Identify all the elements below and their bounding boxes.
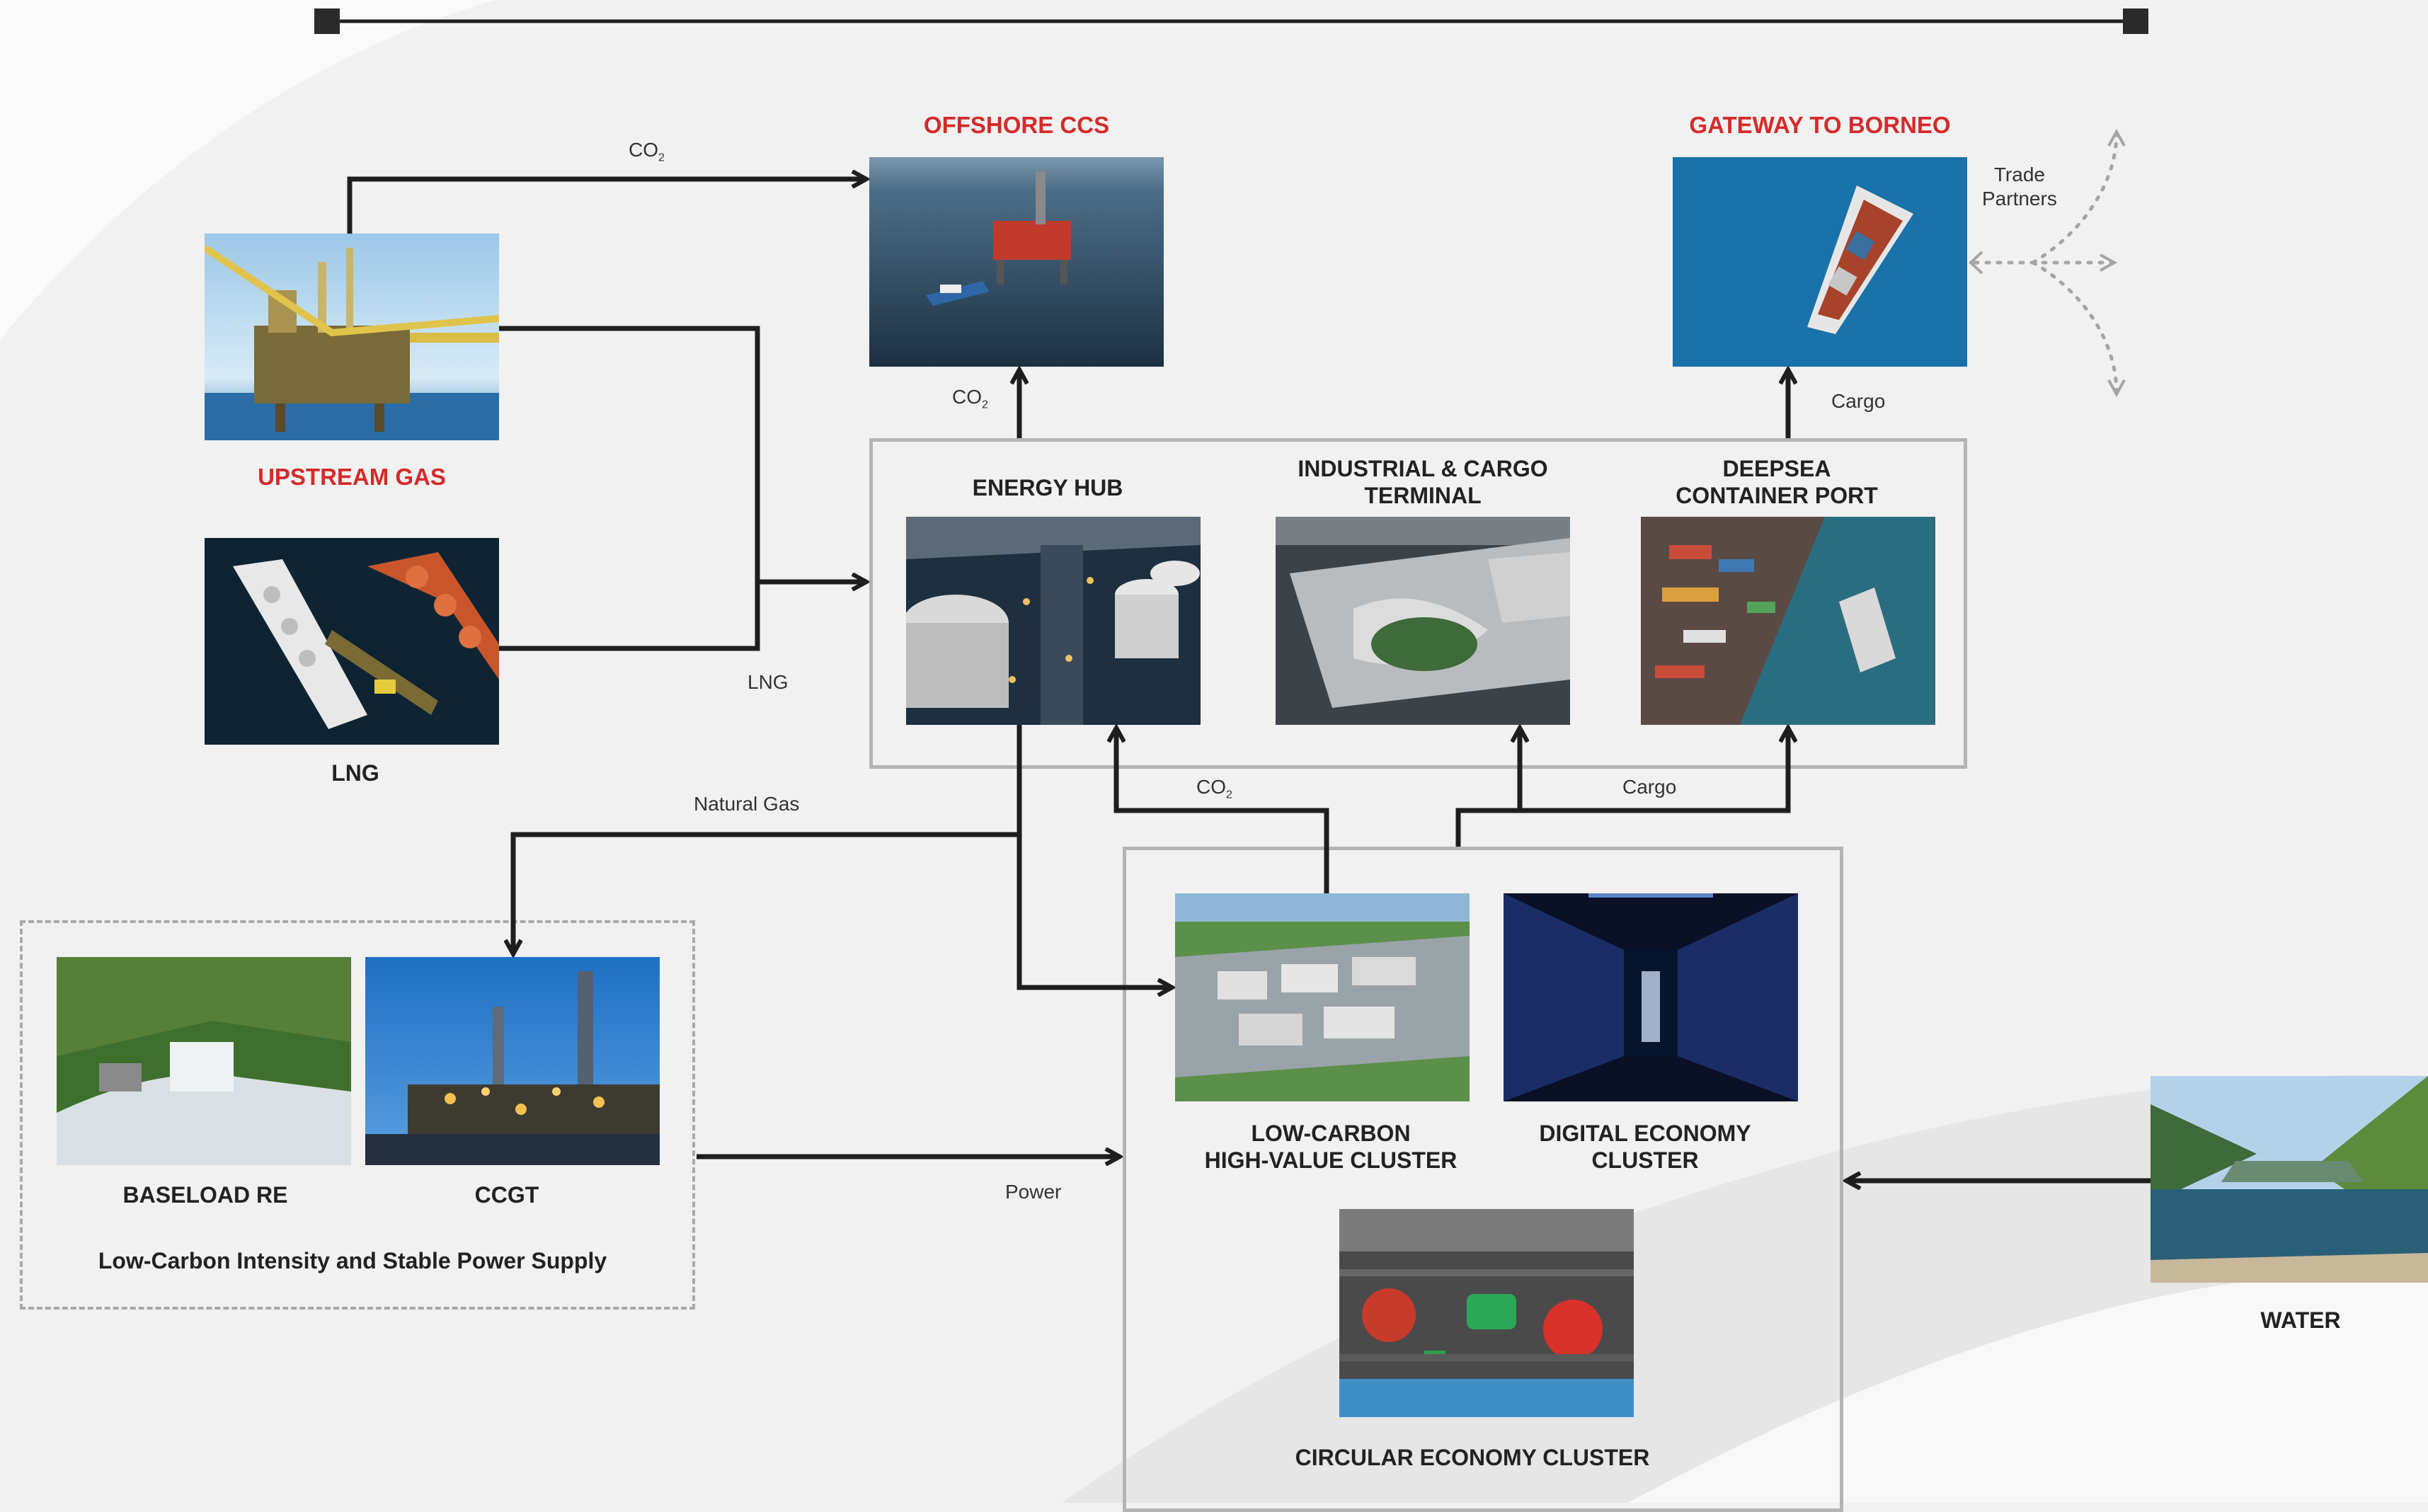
gateway-container-ship-image: [1673, 157, 1967, 367]
energy-hub-tanks-image: [906, 517, 1201, 725]
low-carbon-cluster-title-line2: HIGH-VALUE CLUSTER: [1204, 1147, 1458, 1173]
deepsea-container-port-title-line1: DEEPSEA: [1722, 456, 1831, 481]
flow-label-co2-upstream: CO2: [629, 139, 665, 165]
industrial-cargo-terminal-title-line2: TERMINAL: [1364, 483, 1482, 508]
flow-label-cargo-gateway: Cargo: [1831, 390, 1886, 412]
water-title: WATER: [2260, 1307, 2341, 1333]
flow-label-trade-partners: Trade Partners: [1982, 163, 2057, 211]
low-carbon-cluster-title: LOW-CARBON HIGH-VALUE CLUSTER: [1161, 1120, 1501, 1174]
upstream-gas-title: UPSTREAM GAS: [258, 464, 446, 490]
deepsea-container-port-image: [1641, 517, 1935, 725]
deepsea-container-port-title-line2: CONTAINER PORT: [1676, 483, 1878, 508]
industrial-zone-box: [869, 438, 1967, 769]
circular-economy-cluster-title: CIRCULAR ECONOMY CLUSTER: [1295, 1445, 1650, 1470]
deepsea-container-port-title: DEEPSEA CONTAINER PORT: [1628, 455, 1925, 509]
upstream-gas-platform-image: [205, 234, 499, 440]
co2-text: CO: [952, 386, 982, 408]
lng-title: LNG: [331, 760, 379, 786]
digital-economy-datacenter-image: [1504, 893, 1798, 1101]
digital-economy-cluster-title-line2: CLUSTER: [1591, 1147, 1699, 1173]
circular-economy-shredder-image: [1339, 1209, 1634, 1417]
co2-text: CO: [629, 139, 658, 161]
co2-subscript: 2: [658, 151, 665, 164]
flow-label-cargo-clusters: Cargo: [1622, 776, 1677, 798]
flow-label-power: Power: [1005, 1181, 1062, 1203]
flow-label-lng: LNG: [748, 671, 789, 693]
offshore-ccs-rig-image: [869, 157, 1164, 367]
power-supply-box: [20, 920, 695, 1310]
ccgt-title: CCGT: [474, 1182, 539, 1208]
water-reservoir-image: [2151, 1076, 2428, 1283]
co2-subscript: 2: [1226, 789, 1232, 801]
baseload-re-hydro-image: [57, 957, 351, 1165]
lng-carrier-image: [205, 538, 499, 745]
industrial-terminal-image: [1276, 517, 1570, 725]
flow-label-co2-energy-hub: CO2: [952, 386, 988, 412]
baseload-re-title: BASELOAD RE: [122, 1182, 288, 1208]
low-carbon-cluster-image: [1175, 893, 1470, 1101]
power-supply-caption: Low-Carbon Intensity and Stable Power Su…: [98, 1248, 607, 1273]
gateway-to-borneo-title: GATEWAY TO BORNEO: [1689, 112, 1951, 138]
offshore-ccs-title: OFFSHORE CCS: [923, 112, 1110, 138]
co2-subscript: 2: [982, 399, 988, 411]
industrial-cargo-terminal-title-line1: INDUSTRIAL & CARGO: [1298, 456, 1548, 481]
co2-text: CO: [1196, 776, 1226, 798]
ccgt-power-plant-image: [365, 957, 660, 1165]
flow-label-natural-gas: Natural Gas: [694, 793, 800, 815]
trade-partners-line1: Trade: [1993, 164, 2045, 185]
low-carbon-cluster-title-line1: LOW-CARBON: [1251, 1121, 1411, 1146]
energy-hub-title: ENERGY HUB: [972, 475, 1123, 500]
digital-economy-cluster-title: DIGITAL ECONOMY CLUSTER: [1504, 1120, 1787, 1174]
digital-economy-cluster-title-line1: DIGITAL ECONOMY: [1539, 1121, 1751, 1146]
flow-label-co2-low-carbon: CO2: [1196, 776, 1232, 802]
trade-partners-line2: Partners: [1982, 188, 2057, 210]
industrial-cargo-terminal-title: INDUSTRIAL & CARGO TERMINAL: [1246, 455, 1600, 509]
